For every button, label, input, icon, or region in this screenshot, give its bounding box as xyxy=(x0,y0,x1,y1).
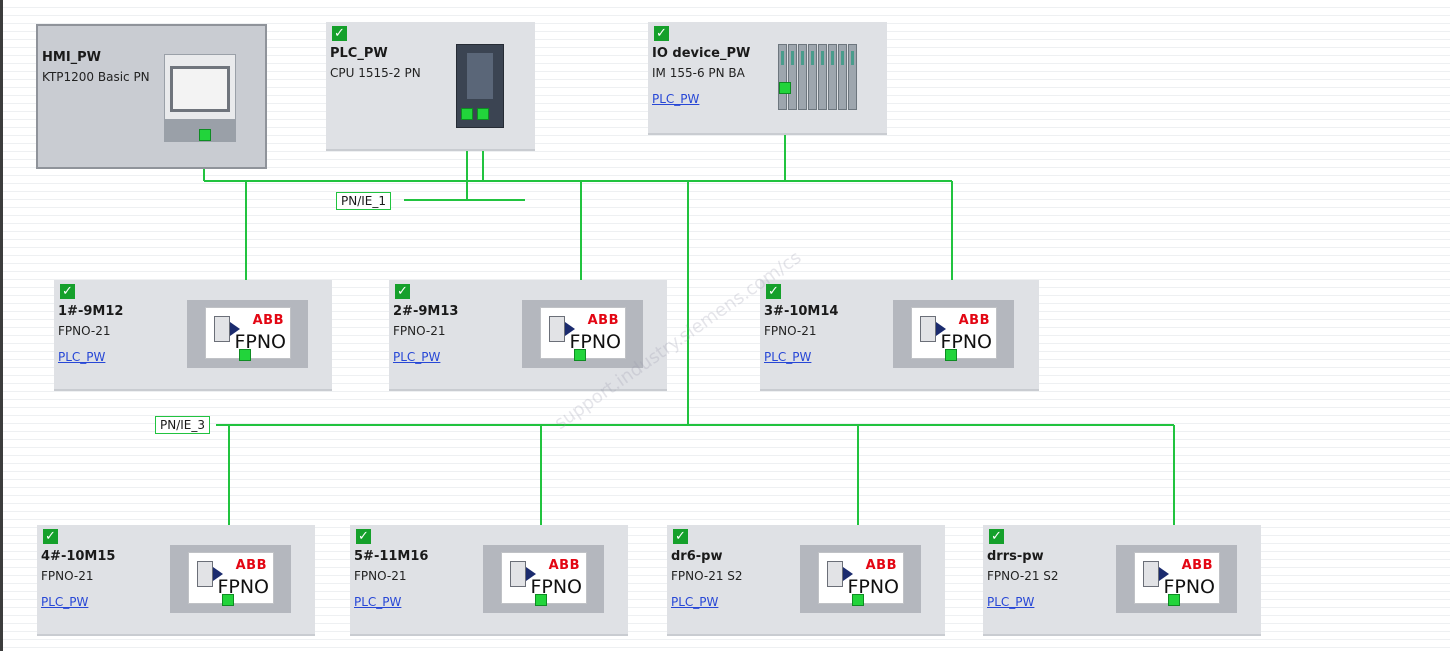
device-icon-area: ABB FPNO xyxy=(1116,545,1237,613)
device-icon-area: ABB FPNO xyxy=(800,545,921,613)
device-d1[interactable]: ✓ 1#-9M12 FPNO-21 PLC_PW ABB FPNO xyxy=(54,280,332,391)
abb-fpno-icon: ABB FPNO xyxy=(540,307,626,359)
check-icon: ✓ xyxy=(766,284,781,299)
check-icon: ✓ xyxy=(673,529,688,544)
plc-link[interactable]: PLC_PW xyxy=(41,595,89,609)
device-type: FPNO-21 xyxy=(354,569,407,583)
device-icon-area: ABB FPNO xyxy=(522,300,643,368)
device-name: 3#-10M14 xyxy=(764,304,839,319)
network-label-pn-ie-3[interactable]: PN/IE_3 xyxy=(155,416,211,434)
network-label-pn-ie-1[interactable]: PN/IE_1 xyxy=(336,192,392,210)
device-name: 4#-10M15 xyxy=(41,549,116,564)
port-icon[interactable] xyxy=(461,108,473,120)
device-icon-area: ABB FPNO xyxy=(893,300,1014,368)
device-icon-area: ABB FPNO xyxy=(483,545,604,613)
fpno-label: FPNO xyxy=(847,576,899,598)
device-type: FPNO-21 xyxy=(393,324,446,338)
device-name: HMI_PW xyxy=(42,50,102,65)
check-icon: ✓ xyxy=(654,26,669,41)
device-name: 2#-9M13 xyxy=(393,304,459,319)
device-type: FPNO-21 xyxy=(58,324,111,338)
device-name: 5#-11M16 xyxy=(354,549,429,564)
port-icon[interactable] xyxy=(779,82,791,94)
device-d7[interactable]: ✓ drrs-pw FPNO-21 S2 PLC_PW ABB FPNO xyxy=(983,525,1261,636)
plc-link[interactable]: PLC_PW xyxy=(764,350,812,364)
port-icon[interactable] xyxy=(535,594,547,606)
check-icon: ✓ xyxy=(60,284,75,299)
plc-link[interactable]: PLC_PW xyxy=(671,595,719,609)
plc-link[interactable]: PLC_PW xyxy=(987,595,1035,609)
fpno-label: FPNO xyxy=(1163,576,1215,598)
abb-logo: ABB xyxy=(252,313,284,328)
fpno-label: FPNO xyxy=(217,576,269,598)
device-type: CPU 1515-2 PN xyxy=(330,66,421,80)
port-icon[interactable] xyxy=(239,349,251,361)
abb-logo: ABB xyxy=(865,558,897,573)
check-icon: ✓ xyxy=(332,26,347,41)
fpno-label: FPNO xyxy=(530,576,582,598)
fpno-label: FPNO xyxy=(234,331,286,353)
device-name: PLC_PW xyxy=(330,46,388,61)
plc-link[interactable]: PLC_PW xyxy=(652,92,700,106)
abb-fpno-icon: ABB FPNO xyxy=(1134,552,1220,604)
port-icon[interactable] xyxy=(852,594,864,606)
port-icon[interactable] xyxy=(199,129,211,141)
device-name: 1#-9M12 xyxy=(58,304,124,319)
check-icon: ✓ xyxy=(43,529,58,544)
abb-logo: ABB xyxy=(958,313,990,328)
connector-icon xyxy=(827,561,843,587)
device-type: FPNO-21 xyxy=(41,569,94,583)
port-icon[interactable] xyxy=(1168,594,1180,606)
device-hmi[interactable]: HMI_PW KTP1200 Basic PN xyxy=(36,24,267,169)
check-icon: ✓ xyxy=(395,284,410,299)
device-type: KTP1200 Basic PN xyxy=(42,70,150,84)
fpno-label: FPNO xyxy=(940,331,992,353)
connector-icon xyxy=(1143,561,1159,587)
device-plc[interactable]: ✓ PLC_PW CPU 1515-2 PN xyxy=(326,22,535,151)
device-d6[interactable]: ✓ dr6-pw FPNO-21 S2 PLC_PW ABB FPNO xyxy=(667,525,945,636)
plc-link[interactable]: PLC_PW xyxy=(58,350,106,364)
abb-logo: ABB xyxy=(548,558,580,573)
device-type: FPNO-21 S2 xyxy=(987,569,1059,583)
hmi-screen xyxy=(170,66,230,112)
io-rack-icon xyxy=(778,44,860,110)
left-border xyxy=(0,0,3,651)
check-icon: ✓ xyxy=(356,529,371,544)
device-d3[interactable]: ✓ 3#-10M14 FPNO-21 PLC_PW ABB FPNO xyxy=(760,280,1039,391)
device-type: FPNO-21 xyxy=(764,324,817,338)
port-icon[interactable] xyxy=(222,594,234,606)
device-icon-area: ABB FPNO xyxy=(187,300,308,368)
device-name: IO device_PW xyxy=(652,46,751,61)
abb-logo: ABB xyxy=(587,313,619,328)
device-io[interactable]: ✓ IO device_PW IM 155-6 PN BA PLC_PW xyxy=(648,22,887,135)
device-name: dr6-pw xyxy=(671,549,723,564)
device-d5[interactable]: ✓ 5#-11M16 FPNO-21 PLC_PW ABB FPNO xyxy=(350,525,628,636)
port-icon[interactable] xyxy=(574,349,586,361)
plc-link[interactable]: PLC_PW xyxy=(354,595,402,609)
plc-link[interactable]: PLC_PW xyxy=(393,350,441,364)
abb-logo: ABB xyxy=(1181,558,1213,573)
device-d4[interactable]: ✓ 4#-10M15 FPNO-21 PLC_PW ABB FPNO xyxy=(37,525,315,636)
abb-logo: ABB xyxy=(235,558,267,573)
port-icon[interactable] xyxy=(945,349,957,361)
connector-icon xyxy=(197,561,213,587)
port-icon[interactable] xyxy=(477,108,489,120)
check-icon: ✓ xyxy=(989,529,1004,544)
connector-icon xyxy=(549,316,565,342)
device-name: drrs-pw xyxy=(987,549,1044,564)
device-type: IM 155-6 PN BA xyxy=(652,66,745,80)
connector-icon xyxy=(510,561,526,587)
device-icon-area: ABB FPNO xyxy=(170,545,291,613)
device-d2[interactable]: ✓ 2#-9M13 FPNO-21 PLC_PW ABB FPNO xyxy=(389,280,667,391)
fpno-label: FPNO xyxy=(569,331,621,353)
connector-icon xyxy=(214,316,230,342)
abb-fpno-icon: ABB FPNO xyxy=(188,552,274,604)
connector-icon xyxy=(920,316,936,342)
device-type: FPNO-21 S2 xyxy=(671,569,743,583)
